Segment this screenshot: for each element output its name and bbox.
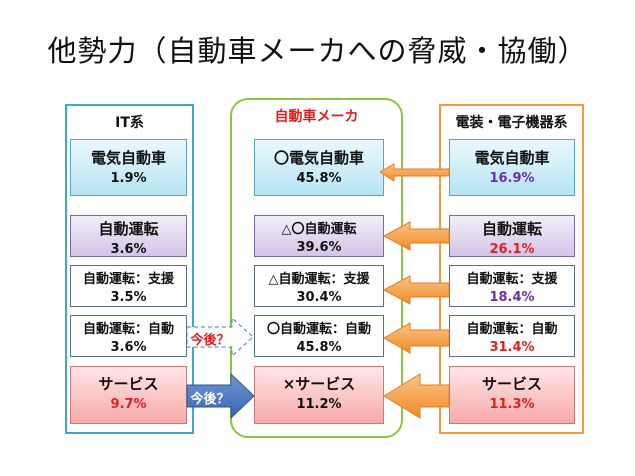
electronics-box-assist: 自動運転：支援 18.4% bbox=[449, 265, 575, 307]
automaker-box-service: ×サービス 11.2% bbox=[254, 366, 384, 424]
box-percent: 45.8% bbox=[296, 171, 342, 186]
box-label: 〇自動運転：自動 bbox=[266, 322, 371, 337]
electronics-column-header: 電装・電子機器系 bbox=[455, 115, 568, 131]
it-box-automatic: 自動運転：自動 3.6% bbox=[70, 315, 187, 357]
automaker-box-automatic: 〇自動運転：自動 45.8% bbox=[254, 315, 384, 357]
box-percent: 45.8% bbox=[296, 340, 342, 355]
box-percent: 9.7% bbox=[110, 397, 147, 412]
orange-arrow-service bbox=[383, 373, 450, 419]
box-percent: 3.5% bbox=[110, 290, 147, 305]
orange-arrow-assist bbox=[382, 275, 450, 305]
box-percent: 26.1% bbox=[489, 242, 535, 257]
box-percent: 39.6% bbox=[296, 240, 342, 255]
box-percent: 30.4% bbox=[296, 290, 342, 305]
box-label: 自動運転 bbox=[481, 220, 542, 238]
automaker-column-header: 自動車メーカ bbox=[274, 109, 359, 125]
orange-arrow-autonomous bbox=[382, 221, 450, 251]
box-label: 〇電気自動車 bbox=[273, 149, 364, 167]
automaker-box-ev: 〇電気自動車 45.8% bbox=[254, 139, 384, 196]
box-label: 電気自動車 bbox=[90, 149, 166, 167]
blue-arrow-service bbox=[186, 372, 255, 420]
automaker-column: 自動車メーカ bbox=[230, 98, 403, 438]
box-percent: 11.2% bbox=[296, 397, 342, 412]
it-box-autonomous: 自動運転 3.6% bbox=[70, 215, 187, 257]
box-label: サービス bbox=[481, 375, 542, 393]
electronics-box-automatic: 自動運転：自動 31.4% bbox=[449, 315, 575, 357]
box-label: 自動運転：自動 bbox=[466, 322, 558, 337]
orange-arrow-ev bbox=[379, 163, 450, 182]
box-label: △〇自動運転 bbox=[281, 222, 357, 237]
it-box-service: サービス 9.7% bbox=[70, 366, 187, 424]
box-label: 自動運転：支援 bbox=[82, 272, 174, 287]
box-label: 自動運転：支援 bbox=[466, 272, 558, 287]
electronics-box-ev: 電気自動車 16.9% bbox=[449, 139, 575, 196]
box-percent: 31.4% bbox=[489, 340, 535, 355]
box-percent: 16.9% bbox=[489, 171, 535, 186]
box-percent: 3.6% bbox=[110, 242, 147, 257]
it-box-ev: 電気自動車 1.9% bbox=[70, 139, 187, 196]
box-percent: 1.9% bbox=[110, 171, 147, 186]
box-percent: 3.6% bbox=[110, 340, 147, 355]
dashed-arrow-label: 今後？ bbox=[190, 333, 230, 348]
box-label: 自動運転：自動 bbox=[82, 322, 174, 337]
box-label: サービス bbox=[98, 375, 159, 393]
orange-arrow-automatic bbox=[382, 322, 450, 354]
page-title: 他勢力（自動車メーカへの脅威・協働） bbox=[47, 34, 588, 68]
automaker-box-assist: △自動運転：支援 30.4% bbox=[254, 265, 384, 307]
dashed-arrow-automatic bbox=[186, 316, 254, 358]
box-label: 電気自動車 bbox=[474, 149, 550, 167]
box-percent: 18.4% bbox=[489, 290, 535, 305]
electronics-box-autonomous: 自動運転 26.1% bbox=[449, 215, 575, 257]
box-label: 自動運転 bbox=[98, 220, 159, 238]
electronics-column: 電装・電子機器系 bbox=[439, 104, 584, 434]
box-label: ×サービス bbox=[282, 375, 356, 393]
it-column-header: IT系 bbox=[115, 115, 144, 131]
it-column: IT系 bbox=[65, 104, 194, 434]
it-box-assist: 自動運転：支援 3.5% bbox=[70, 265, 187, 307]
blue-arrow-label: 今後？ bbox=[190, 392, 230, 407]
automaker-box-autonomous: △〇自動運転 39.6% bbox=[254, 215, 384, 257]
box-label: △自動運転：支援 bbox=[268, 272, 370, 287]
box-percent: 11.3% bbox=[489, 397, 535, 412]
